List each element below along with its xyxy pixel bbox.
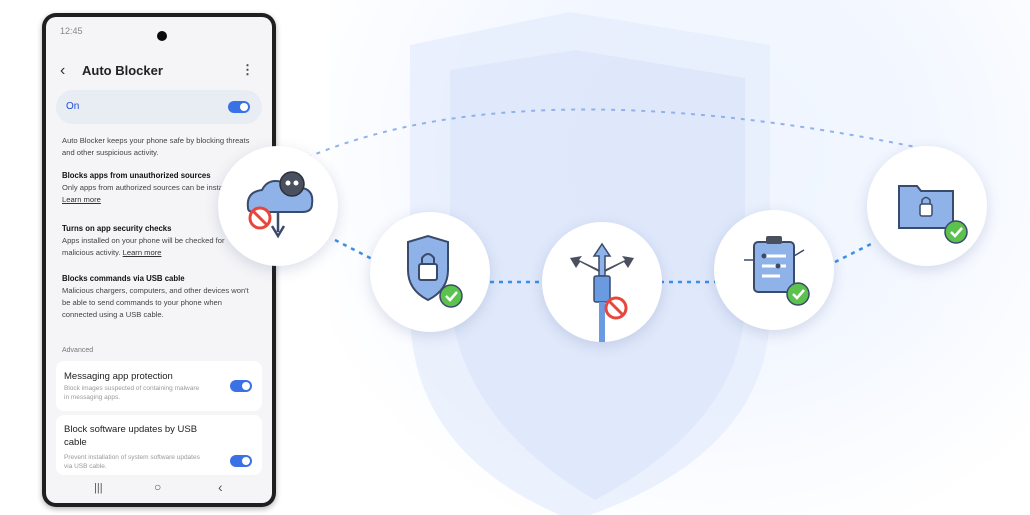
usb-update-block-toggle[interactable]	[230, 455, 252, 467]
feature-text: Apps installed on your phone will be che…	[62, 236, 225, 257]
usb-update-block-row[interactable]: Block software updates by USB cable Prev…	[56, 415, 262, 475]
setting-title: Block software updates by USB cable	[64, 424, 198, 448]
feature-title: Turns on app security checks	[62, 224, 172, 233]
shield-lock-circle	[370, 212, 490, 332]
security-checklist-icon	[744, 236, 810, 306]
messaging-protection-toggle[interactable]	[230, 380, 252, 392]
recents-icon[interactable]: |||	[94, 482, 103, 494]
messaging-protection-row[interactable]: Messaging app protection Block images su…	[56, 361, 262, 411]
secure-folder-circle	[867, 146, 987, 266]
master-switch-row[interactable]: On	[56, 90, 262, 124]
secure-folder-icon	[898, 185, 968, 244]
learn-more-link[interactable]: Learn more	[122, 248, 162, 257]
status-time: 12:45	[60, 26, 83, 36]
feature-security-checks: Turns on app security checks Apps instal…	[62, 223, 258, 259]
setting-subtitle: Block images suspected of containing mal…	[64, 385, 200, 401]
feature-text: Only apps from authorized sources can be…	[62, 183, 237, 192]
usb-block-icon	[570, 242, 634, 342]
setting-subtitle: Prevent installation of system software …	[64, 454, 200, 470]
app-header: ‹ Auto Blocker ⋮	[46, 59, 272, 83]
master-toggle[interactable]	[228, 101, 250, 113]
phone-screen: 12:45 ‹ Auto Blocker ⋮ On Auto Blocker k…	[46, 17, 272, 503]
advanced-section-label: Advanced	[62, 347, 94, 354]
setting-title: Messaging app protection	[64, 371, 173, 382]
back-arrow-icon[interactable]: ‹	[60, 62, 66, 79]
page-title: Auto Blocker	[82, 63, 163, 78]
usb-block-circle	[542, 222, 662, 342]
cloud-threat-circle	[218, 146, 338, 266]
description-text: Auto Blocker keeps your phone safe by bl…	[62, 136, 250, 157]
security-checklist-circle	[714, 210, 834, 330]
home-icon[interactable]: ○	[154, 480, 162, 494]
more-options-icon[interactable]: ⋮	[241, 62, 254, 77]
feature-text: Malicious chargers, computers, and other…	[62, 286, 249, 319]
feature-title: Blocks apps from unauthorized sources	[62, 171, 211, 180]
master-switch-label: On	[66, 101, 80, 112]
back-nav-icon[interactable]: ‹	[218, 479, 223, 495]
phone-device: 12:45 ‹ Auto Blocker ⋮ On Auto Blocker k…	[42, 13, 276, 507]
navigation-bar: ||| ○ ‹	[46, 475, 272, 503]
learn-more-link[interactable]: Learn more	[62, 195, 101, 204]
camera-hole	[157, 31, 167, 41]
feature-title: Blocks commands via USB cable	[62, 274, 185, 283]
shield-lock-icon	[407, 234, 463, 308]
feature-unauthorized-sources: Blocks apps from unauthorized sources On…	[62, 170, 258, 206]
cloud-threat-icon	[246, 171, 314, 239]
feature-usb-commands: Blocks commands via USB cable Malicious …	[62, 273, 258, 321]
